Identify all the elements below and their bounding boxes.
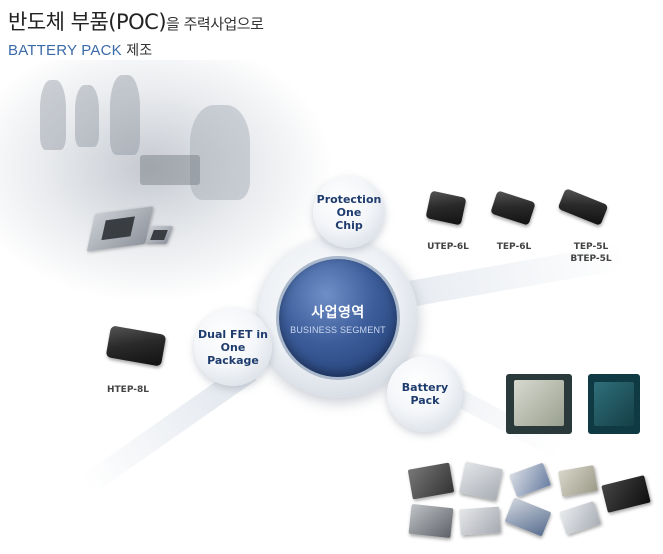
chip-htep-8l-image: [105, 325, 167, 367]
subheadline-kr: 제조: [126, 43, 153, 59]
headline-suffix: 을 주력사업으로: [166, 15, 264, 33]
business-segment-diagram: 사업영역 BUSINESS SEGMENT Protection One Chi…: [0, 60, 663, 554]
core-subtitle: BUSINESS SEGMENT: [290, 324, 386, 335]
battery-pack-image: [601, 475, 651, 513]
lab-worker-figure: [75, 85, 99, 147]
battery-pack-image: [508, 462, 552, 498]
segment-label: Battery Pack: [401, 381, 449, 407]
segment-protection-one-chip[interactable]: Protection One Chip: [313, 176, 385, 248]
battery-photo-1: [506, 374, 572, 434]
headline-main: 반도체 부품(POC): [8, 10, 167, 34]
lab-worker-figure: [190, 105, 250, 200]
segment-battery-pack[interactable]: Battery Pack: [387, 356, 463, 432]
page-header: 반도체 부품(POC)을 주력사업으로 BATTERY PACK 제조: [8, 6, 264, 60]
segment-label: Dual FET in One Package: [198, 327, 268, 367]
subheadline-en: BATTERY PACK: [8, 42, 122, 59]
chip-label-htep-8l: HTEP-8L: [107, 385, 149, 395]
chip-label-tep-5l: TEP-5L BTEP-5L: [570, 242, 612, 264]
chip-label-utep-6l: UTEP-6L: [427, 242, 469, 252]
battery-pack-image: [408, 503, 454, 539]
pcb-ic: [150, 230, 168, 240]
segment-dual-fet[interactable]: Dual FET in One Package: [194, 308, 272, 386]
battery-pack-image: [559, 501, 601, 535]
segment-label: Protection One Chip: [316, 192, 382, 232]
battery-pack-image: [504, 497, 552, 537]
battery-pack-image: [407, 462, 455, 500]
battery-pack-image: [558, 465, 598, 497]
lab-photo-background: [0, 60, 330, 300]
chip-label-tep-6l: TEP-6L: [496, 242, 532, 252]
lab-worker-figure: [110, 75, 140, 155]
chip-tep-5l-image: [557, 188, 609, 226]
business-segment-core[interactable]: 사업영역 BUSINESS SEGMENT: [279, 259, 397, 377]
chip-tep-6l-image: [490, 190, 536, 226]
battery-cell: [514, 380, 564, 426]
lab-worker-figure: [40, 80, 66, 150]
pcb-ic: [101, 216, 135, 241]
headline: 반도체 부품(POC)을 주력사업으로: [8, 6, 264, 36]
battery-pack-image: [459, 461, 503, 501]
battery-pack-image: [459, 506, 501, 536]
microscope-shape: [140, 155, 200, 185]
battery-cell: [594, 382, 634, 426]
chip-utep-6l-image: [425, 190, 467, 226]
core-title: 사업영역: [311, 304, 365, 321]
subheadline: BATTERY PACK 제조: [8, 40, 263, 60]
battery-photo-2: [588, 374, 640, 434]
